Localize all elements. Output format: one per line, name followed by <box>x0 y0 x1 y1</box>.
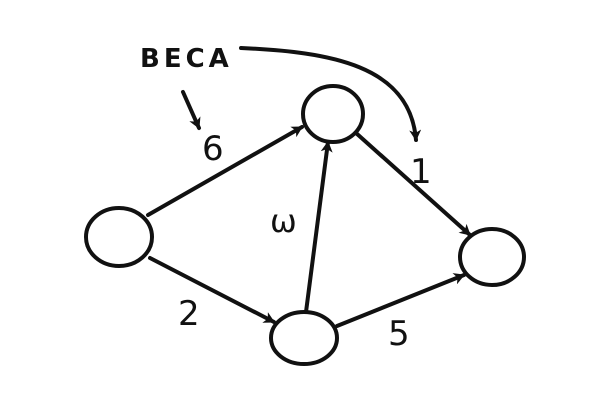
edge-bottom-to-right <box>335 273 466 328</box>
annotation-label: BECA <box>140 44 233 74</box>
edge-weight-bottom-to-right: 5 <box>388 314 410 354</box>
edge-weight-top-to-right: 1 <box>410 152 432 192</box>
edge-left-to-top <box>146 125 304 217</box>
node-right <box>458 227 526 287</box>
node-left <box>84 206 154 268</box>
annotation-arrow-to-weight-1 <box>239 46 422 142</box>
edge-top-to-right <box>354 131 472 237</box>
edge-left-to-bottom <box>148 256 276 324</box>
node-bottom <box>269 310 339 366</box>
edge-bottom-to-top <box>304 140 333 314</box>
edge-weight-left-to-bottom: 2 <box>178 294 200 334</box>
node-top <box>301 84 365 144</box>
annotation-arrow-to-weight-6 <box>181 90 201 130</box>
edge-weight-left-to-top: 6 <box>202 129 224 169</box>
edge-weight-bottom-to-top: ω <box>270 202 297 240</box>
